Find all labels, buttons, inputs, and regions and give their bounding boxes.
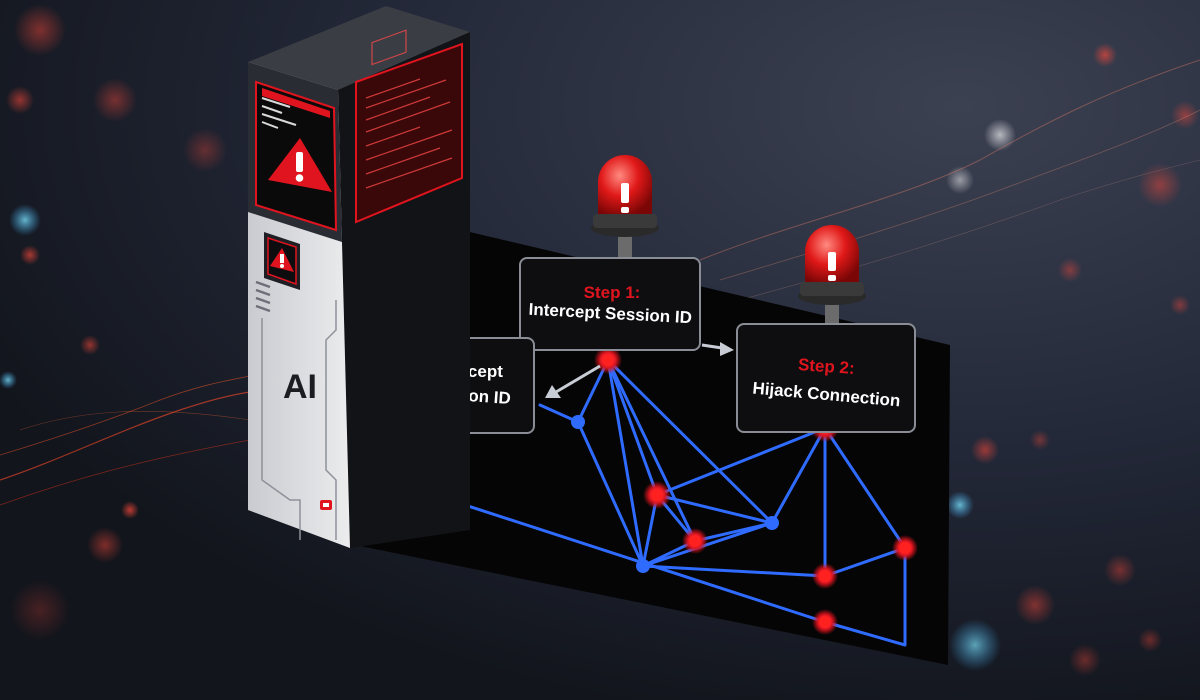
arrow-step1-to-side: [555, 364, 601, 394]
alarm-beacon-right: [798, 225, 866, 305]
network-panel: [355, 205, 950, 665]
link: [770, 426, 827, 525]
screen-text-lines: [261, 97, 297, 129]
step1-number: Step 1:: [584, 283, 641, 302]
node-blue: [636, 559, 650, 573]
link: [823, 426, 907, 550]
link: [823, 546, 907, 578]
link: [606, 358, 774, 525]
ai-server: AI: [248, 6, 470, 548]
link: [606, 358, 645, 568]
label-step2-box: Step 2: Hijack Connection: [736, 323, 916, 433]
node-blue: [765, 516, 779, 530]
warning-small-icon: [270, 248, 294, 272]
link: [576, 420, 645, 568]
link: [606, 358, 697, 543]
label-step1-box: Step 1: Intercept Session ID: [519, 257, 701, 351]
link: [606, 358, 659, 497]
server-ai-label: AI: [283, 368, 317, 406]
link: [655, 493, 774, 525]
arrow-step1-to-step2: [701, 343, 723, 350]
node-blue: [571, 415, 585, 429]
bokeh-lights: [0, 4, 1199, 676]
step2-number: Step 2:: [797, 355, 855, 378]
network-nodes: [571, 346, 918, 635]
warning-triangle-icon: [268, 138, 332, 192]
data-streams: [0, 59, 1200, 506]
alarm-beacon-left: [591, 155, 659, 237]
link: [655, 426, 827, 497]
flow-arrows: [545, 342, 734, 398]
link: [641, 564, 827, 578]
